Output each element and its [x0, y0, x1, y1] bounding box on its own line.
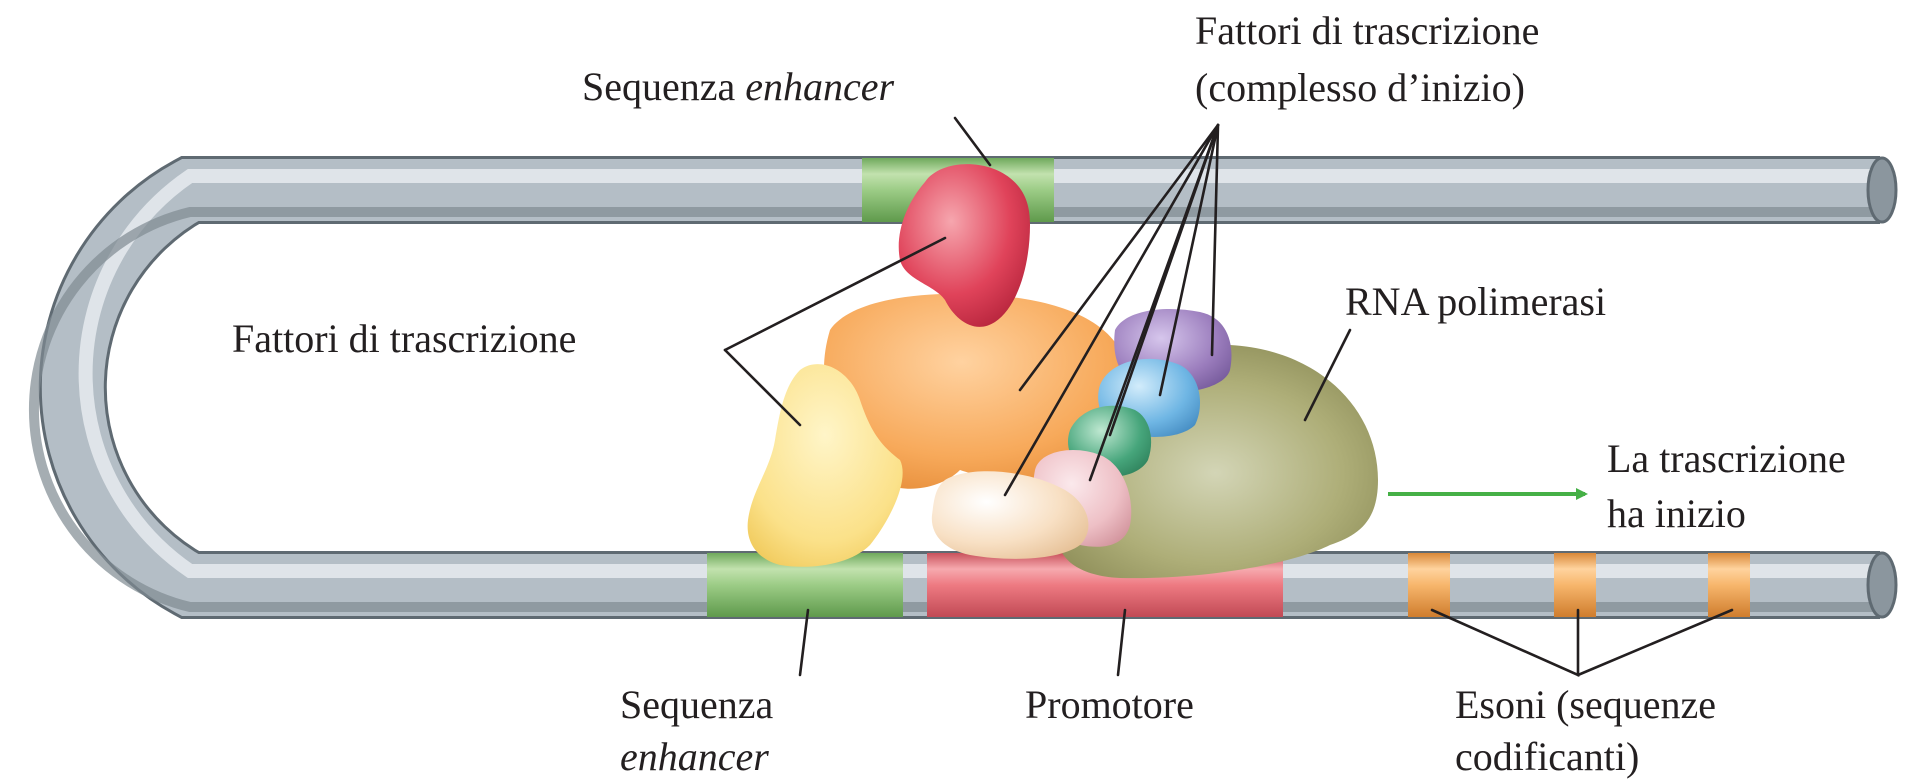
leader-exons-3: [1578, 610, 1732, 675]
label-rna-polymerase: RNA polimerasi: [1345, 279, 1606, 324]
label-enhancer-top: Sequenza enhancer: [582, 64, 895, 109]
exon-band-3: [1708, 553, 1750, 617]
label-enhancer-bottom-line2: enhancer: [620, 734, 769, 779]
leader-promoter: [1118, 610, 1125, 675]
label-exons-line2: codificanti): [1455, 734, 1639, 779]
label-tf-complex-line1: Fattori di trascrizione: [1195, 8, 1539, 53]
label-enhancer-bottom-line1: Sequenza: [620, 682, 774, 727]
leader-exons: [1432, 610, 1578, 675]
label-promoter: Promotore: [1025, 682, 1194, 727]
label-transcription-line1: La trascrizione: [1607, 436, 1846, 481]
label-transcription-line2: ha inizio: [1607, 491, 1746, 536]
label-tf-complex-line2: (complesso d’inizio): [1195, 65, 1525, 110]
label-exons-line1: Esoni (sequenze: [1455, 682, 1716, 727]
leader-enhancer-bottom: [800, 610, 808, 675]
exon-band-1: [1408, 553, 1450, 617]
exon-band-2: [1554, 553, 1596, 617]
label-tf-left: Fattori di trascrizione: [232, 316, 576, 361]
